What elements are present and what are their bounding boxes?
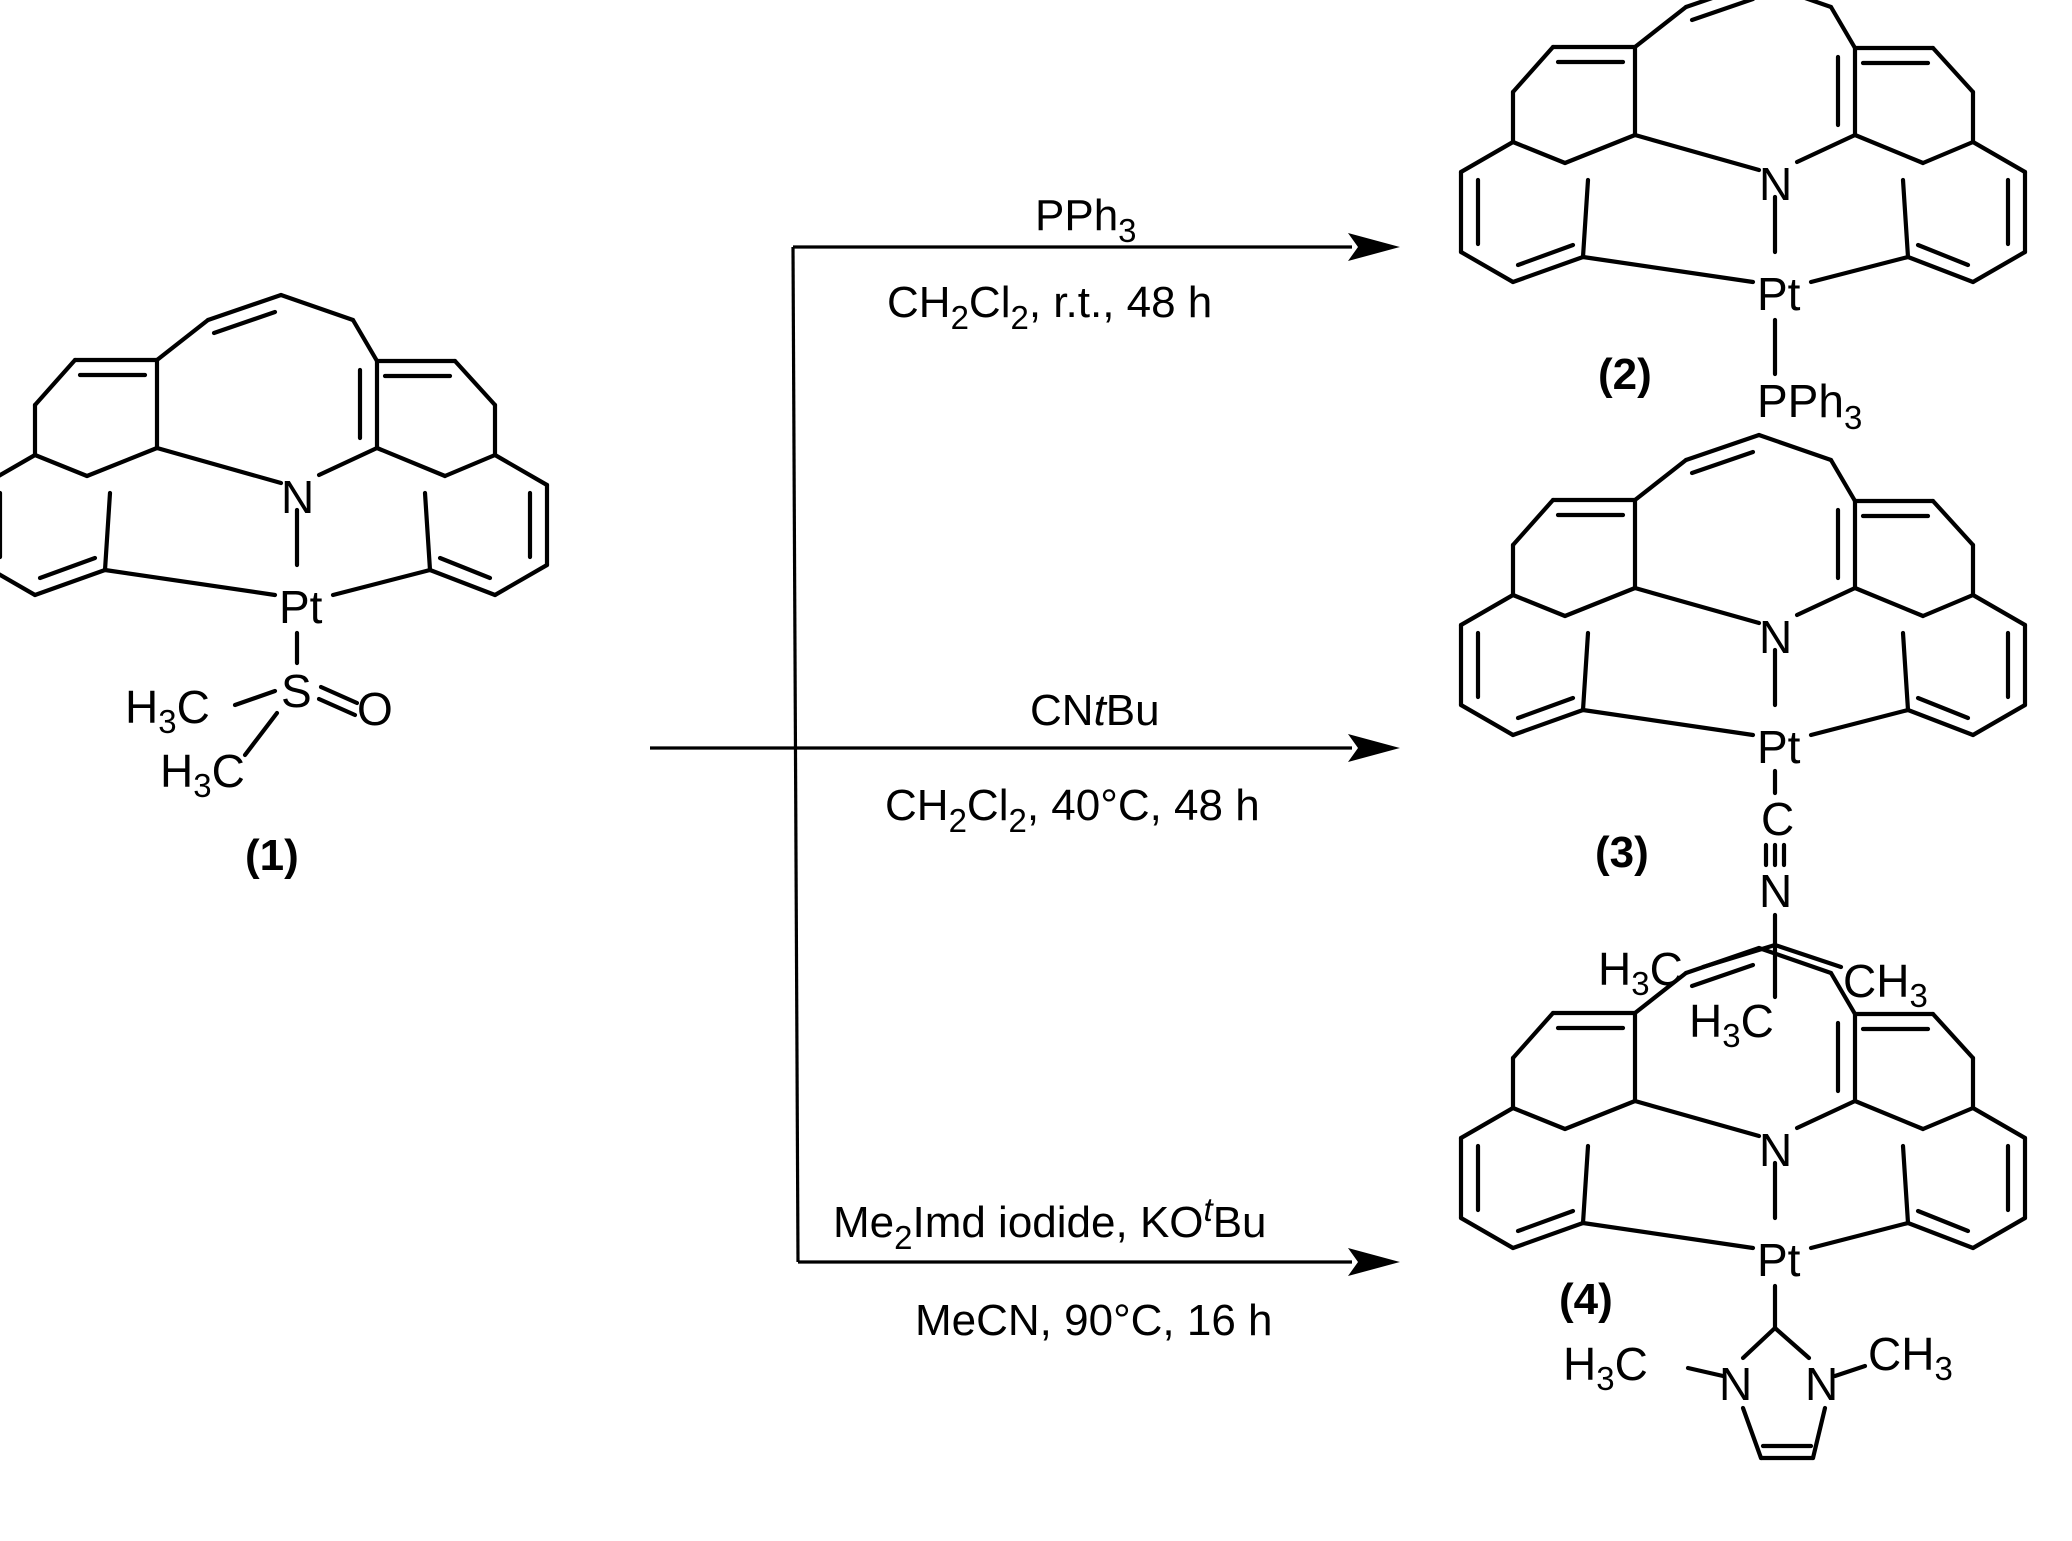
conditions-r2: CH2Cl2, 40°C, 48 h [885,781,1260,839]
arrowhead [1348,734,1400,762]
methyl-group: CH3 [1843,955,1928,1014]
platinum-atom: Pt [1757,268,1801,320]
nitrogen-atom: N [1719,1358,1752,1410]
reagent-pph3: PPh3 [1035,191,1137,249]
arrowhead [1348,233,1400,261]
nitrogen-atom: N [1759,1124,1792,1176]
methyl-group: H3C [160,745,245,804]
oxygen-atom: O [357,683,393,735]
methyl-group: CH3 [1868,1328,1953,1387]
carbon-atom: C [1761,793,1794,845]
platinum-atom: Pt [279,581,323,633]
methyl-group: H3C [1563,1338,1648,1397]
conditions-r1: CH2Cl2, r.t., 48 h [887,278,1212,336]
reagent-cntbu: CNtBu [1030,686,1160,735]
methyl-group: H3C [1598,943,1683,1002]
compound-2: N Pt PPh3 (2) [1461,0,2025,436]
methyl-group: H3C [125,681,210,740]
reagent-carbene: Me2Imd iodide, KOtBu [833,1191,1267,1256]
conditions-r3: MeCN, 90°C, 16 h [915,1296,1273,1345]
nitrogen-atom: N [1759,611,1792,663]
nitrogen-atom: N [1759,158,1792,210]
phosphine-ligand: PPh3 [1757,375,1862,436]
compound-label: (3) [1595,828,1649,877]
nitrogen-atom: N [1805,1358,1838,1410]
nitrogen-atom: N [281,471,314,523]
reaction-arrows [650,233,1400,1276]
methyl-group: H3C [1689,995,1774,1054]
compound-3: N Pt C N H3C CH3 H3C (3) [1461,435,2025,1054]
nitrogen-atom: N [1759,865,1792,917]
platinum-atom: Pt [1757,721,1801,773]
platinum-atom: Pt [1757,1234,1801,1286]
compound-label: (1) [245,831,299,880]
compound-label: (4) [1559,1275,1613,1324]
arrowhead [1348,1248,1400,1276]
compound-4: N Pt N N H3C CH3 (4) [1461,948,2025,1461]
compound-label: (2) [1598,350,1652,399]
sulfur-atom: S [281,665,312,717]
compound-1: N Pt S O H3C H3C (1) [0,295,547,880]
